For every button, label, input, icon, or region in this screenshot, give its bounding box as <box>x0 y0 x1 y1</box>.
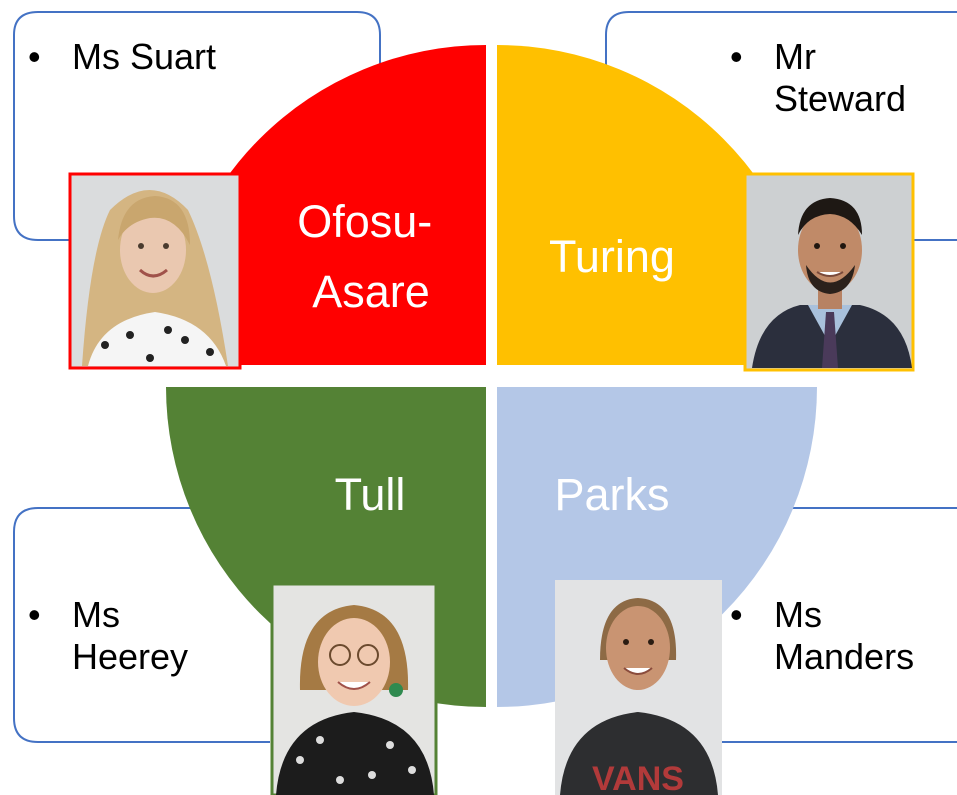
house-name-ofosu-asare: Ofosu- Asare <box>297 196 445 317</box>
teacher-box-bottom-right <box>720 507 957 743</box>
teacher-name-mr-steward: •Mr Steward <box>730 36 907 119</box>
teacher-box-top-right <box>605 11 957 241</box>
quadrant-ofosu-asare <box>166 45 486 365</box>
teacher-box-top-left <box>13 11 381 241</box>
quadrant-turing <box>497 45 817 365</box>
teacher-photo-ms-suart <box>68 172 242 370</box>
teacher-photo-ms-heerey <box>270 582 438 795</box>
teacher-name-ms-manders: •Ms Manders <box>730 594 915 677</box>
house-name-turing: Turing <box>549 231 675 282</box>
teacher-photo-mr-steward <box>743 172 915 372</box>
svg-text:VANS: VANS <box>592 760 684 795</box>
teacher-box-bottom-left <box>13 507 270 743</box>
house-name-tull: Tull <box>335 469 406 520</box>
teacher-name-ms-suart: •Ms Suart <box>28 36 217 77</box>
house-name-parks: Parks <box>554 469 669 520</box>
teacher-name-ms-heerey: •Ms Heerey <box>28 594 189 677</box>
teacher-photo-ms-manders: VANS <box>555 580 722 795</box>
